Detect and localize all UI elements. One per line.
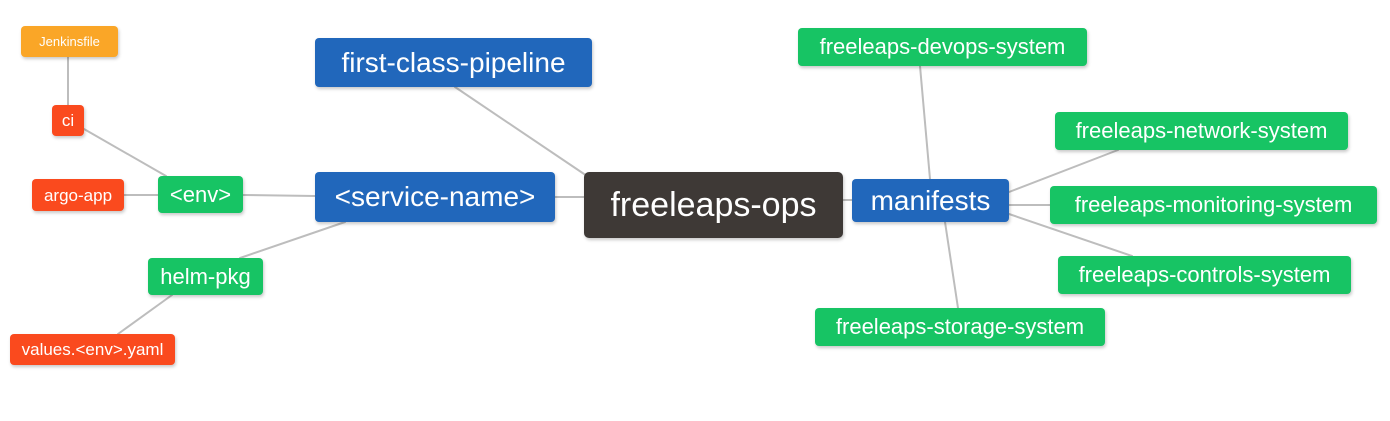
node-label-first-class-pipeline: first-class-pipeline bbox=[341, 46, 566, 78]
node-label-jenkinsfile: Jenkinsfile bbox=[39, 34, 100, 49]
node-service-name[interactable]: <service-name> bbox=[315, 172, 555, 222]
node-label-values-env-yaml: values.<env>.yaml bbox=[21, 340, 164, 359]
node-label-freeleaps-network-system: freeleaps-network-system bbox=[1075, 118, 1328, 143]
node-label-freeleaps-monitoring-system: freeleaps-monitoring-system bbox=[1074, 192, 1353, 217]
node-freeleaps-monitoring-system[interactable]: freeleaps-monitoring-system bbox=[1050, 186, 1377, 224]
node-values-env-yaml[interactable]: values.<env>.yaml bbox=[10, 334, 175, 365]
edge-env-to-ci bbox=[83, 128, 167, 177]
edge-manifests-to-freeleaps-storage-system bbox=[944, 221, 959, 309]
node-label-freeleaps-controls-system: freeleaps-controls-system bbox=[1078, 262, 1331, 287]
node-helm-pkg[interactable]: helm-pkg bbox=[148, 258, 263, 295]
node-label-manifests: manifests bbox=[870, 184, 991, 216]
node-label-service-name: <service-name> bbox=[334, 181, 536, 212]
node-label-freeleaps-devops-system: freeleaps-devops-system bbox=[819, 34, 1066, 59]
node-argo-app[interactable]: argo-app bbox=[32, 179, 124, 211]
edge-service-name-to-env bbox=[242, 194, 316, 197]
node-freeleaps-storage-system[interactable]: freeleaps-storage-system bbox=[815, 308, 1105, 346]
node-freeleaps-devops-system[interactable]: freeleaps-devops-system bbox=[798, 28, 1087, 66]
node-label-argo-app: argo-app bbox=[43, 185, 113, 205]
node-label-ci: ci bbox=[61, 111, 75, 130]
node-freeleaps-controls-system[interactable]: freeleaps-controls-system bbox=[1058, 256, 1351, 294]
node-first-class-pipeline[interactable]: first-class-pipeline bbox=[315, 38, 592, 87]
edge-freeleaps-ops-to-first-class-pipeline bbox=[454, 86, 591, 179]
node-env[interactable]: <env> bbox=[158, 176, 243, 213]
edge-service-name-to-helm-pkg bbox=[239, 221, 346, 259]
node-freeleaps-network-system[interactable]: freeleaps-network-system bbox=[1055, 112, 1348, 150]
node-ci[interactable]: ci bbox=[52, 105, 84, 136]
node-label-helm-pkg: helm-pkg bbox=[160, 263, 251, 289]
node-jenkinsfile[interactable]: Jenkinsfile bbox=[21, 26, 118, 57]
node-label-freeleaps-storage-system: freeleaps-storage-system bbox=[835, 314, 1085, 339]
node-label-env: <env> bbox=[169, 181, 232, 207]
node-freeleaps-ops[interactable]: freeleaps-ops bbox=[584, 172, 843, 238]
edge-helm-pkg-to-values-env-yaml bbox=[117, 294, 173, 335]
node-manifests[interactable]: manifests bbox=[852, 179, 1009, 222]
node-label-freeleaps-ops: freeleaps-ops bbox=[610, 186, 817, 224]
edge-manifests-to-freeleaps-devops-system bbox=[919, 65, 931, 180]
